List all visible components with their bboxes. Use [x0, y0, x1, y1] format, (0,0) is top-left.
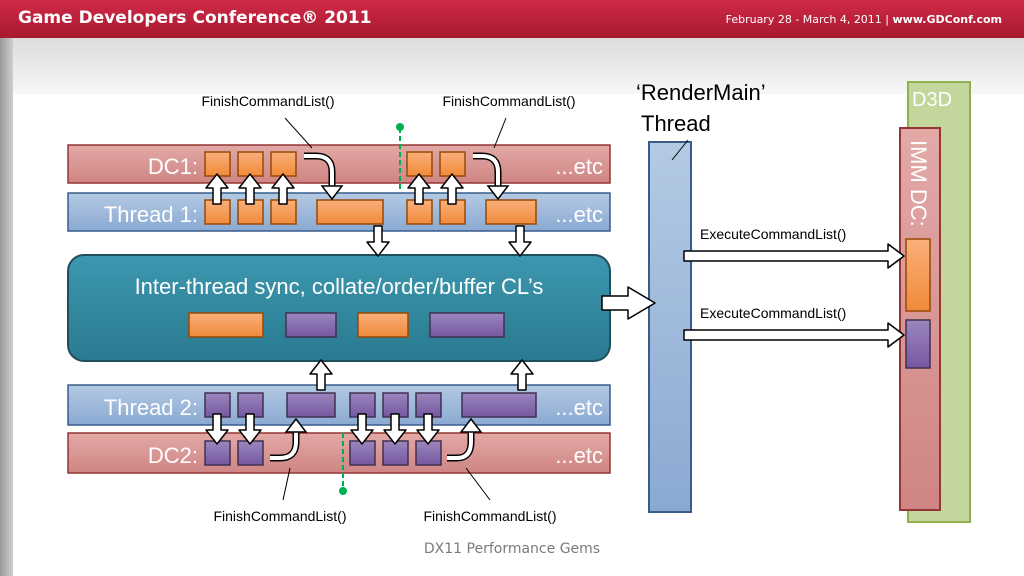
finish-callout-line: [284, 117, 313, 149]
dc2-bar: [67, 432, 611, 474]
dc2-command-block: [237, 440, 264, 466]
execute-command-list-label: ExecuteCommandList(): [700, 226, 846, 242]
dc2-command-block: [415, 440, 442, 466]
finish-callout-line: [465, 467, 491, 501]
dc1-etc-label: ...etc: [555, 154, 603, 179]
execute-command-list-label: ExecuteCommandList(): [700, 305, 846, 321]
dc1-command-block: [237, 151, 264, 177]
conference-dates: February 28 - March 4, 2011 | www.GDConf…: [726, 13, 1002, 26]
footer-caption: DX11 Performance Gems: [423, 541, 601, 557]
finish-command-list-label: FinishCommandList(): [442, 93, 575, 109]
hand-off-arrow-icon: [601, 286, 656, 320]
inter-thread-sync-box: [67, 254, 611, 362]
finish-callout-line: [493, 117, 507, 149]
d3d-label: D3D: [912, 89, 952, 111]
execute-arrow-icon: [683, 322, 905, 348]
dc1-command-block: [270, 151, 297, 177]
thread1-command-list: [316, 199, 384, 225]
execute-arrow-icon: [683, 243, 905, 269]
sync-point-dot: [339, 487, 347, 495]
collated-command-list-orange: [357, 312, 409, 338]
thread2-command-block: [415, 392, 442, 418]
thread1-label: Thread 1:: [104, 202, 198, 227]
dc2-command-block: [382, 440, 409, 466]
sync-point-dot: [396, 123, 404, 131]
imm-dc-bar: [899, 127, 941, 511]
render-main-label: ‘RenderMain’: [636, 80, 766, 105]
dc1-bar: [67, 144, 611, 184]
thread1-etc-label: ...etc: [555, 202, 603, 227]
render-main-label-line2: Thread: [641, 111, 711, 136]
collated-command-list-purple: [429, 312, 505, 338]
render-main-callout-line: [671, 139, 689, 161]
sync-box-label: Inter-thread sync, collate/order/buffer …: [135, 274, 544, 299]
thread2-command-block: [349, 392, 376, 418]
thread1-command-list: [485, 199, 537, 225]
thread2-etc-label: ...etc: [555, 395, 603, 420]
imm-dc-purple-command: [905, 319, 931, 369]
thread2-command-list: [286, 392, 336, 418]
imm-dc-label: IMM DC:: [906, 140, 931, 227]
render-main-thread-bar: [648, 141, 692, 513]
dc2-etc-label: ...etc: [555, 443, 603, 468]
dc1-label: DC1:: [148, 154, 198, 179]
conference-title: Game Developers Conference® 2011: [18, 8, 372, 28]
dc1-command-block: [406, 151, 433, 177]
collated-command-list-purple: [285, 312, 337, 338]
dc1-command-block: [439, 151, 466, 177]
finish-callout-line: [282, 467, 291, 501]
imm-dc-orange-command: [905, 238, 931, 312]
left-edge-bar: [0, 38, 13, 576]
thread2-command-block: [237, 392, 264, 418]
finish-command-list-label: FinishCommandList(): [201, 93, 334, 109]
finish-command-list-label: FinishCommandList(): [423, 508, 556, 524]
conference-url: www.GDConf.com: [892, 13, 1002, 26]
header-decoration: [0, 38, 1024, 94]
thread2-command-list: [461, 392, 537, 418]
date-range: February 28 - March 4, 2011 |: [725, 13, 893, 26]
thread2-label: Thread 2:: [104, 395, 198, 420]
dc2-command-block: [204, 440, 231, 466]
finish-command-list-label: FinishCommandList(): [213, 508, 346, 524]
dc1-command-block: [204, 151, 231, 177]
collated-command-list-orange: [188, 312, 264, 338]
conference-header: Game Developers Conference® 2011 Februar…: [0, 0, 1024, 38]
dc2-command-block: [349, 440, 376, 466]
dc2-label: DC2:: [148, 443, 198, 468]
